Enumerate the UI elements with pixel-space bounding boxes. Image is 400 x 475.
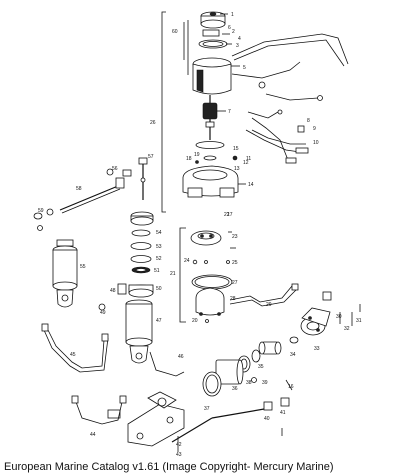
callout-30: 30 xyxy=(336,314,342,320)
center-disc-stack xyxy=(128,211,154,298)
callout-9: 9 xyxy=(313,126,316,132)
callout-44: 44 xyxy=(90,432,96,438)
callout-31: 31 xyxy=(356,318,362,324)
callout-18: 18 xyxy=(186,156,192,162)
callout-5: 5 xyxy=(243,65,246,71)
hydraulic-lines-left xyxy=(41,323,185,425)
callout-56: 56 xyxy=(112,166,118,172)
callout-11: 11 xyxy=(246,156,251,162)
callout-labels: 1 2 3 4 5 6 7 8 9 10 11 12 13 14 15 16 1… xyxy=(38,12,362,458)
callout-8: 8 xyxy=(307,118,310,124)
callout-41: 41 xyxy=(280,410,286,416)
callout-12: 12 xyxy=(243,160,249,166)
left-fittings xyxy=(251,377,257,383)
callout-59: 59 xyxy=(38,208,44,214)
callout-58: 58 xyxy=(76,186,82,192)
callout-14: 14 xyxy=(248,182,254,188)
callout-7: 7 xyxy=(228,109,231,115)
callout-20: 20 xyxy=(192,318,198,324)
callout-33: 33 xyxy=(314,346,320,352)
callout-3: 3 xyxy=(236,43,239,49)
callout-27: 27 xyxy=(232,280,238,286)
callout-38: 38 xyxy=(246,380,252,386)
callout-23: 23 xyxy=(232,234,238,240)
callout-10: 10 xyxy=(313,140,319,146)
callout-19: 19 xyxy=(194,152,200,158)
callout-15: 15 xyxy=(233,146,239,152)
spindle-assembly xyxy=(202,336,299,397)
callout-40: 40 xyxy=(264,416,270,422)
callout-17: 17 xyxy=(227,212,233,218)
callout-26: 26 xyxy=(150,120,156,126)
callout-6: 6 xyxy=(228,25,231,31)
manifold-block xyxy=(300,291,361,336)
callout-22: 22 xyxy=(224,212,230,218)
callout-43: 43 xyxy=(176,452,182,458)
image-caption: European Marine Catalog v1.61 (Image Cop… xyxy=(4,461,334,473)
callout-34: 34 xyxy=(290,352,296,358)
callout-29: 29 xyxy=(266,302,272,308)
exploded-parts-diagram: 1 2 3 4 5 6 7 8 9 10 11 12 13 14 15 16 1… xyxy=(33,11,362,458)
callout-46: 46 xyxy=(178,354,184,360)
callout-21: 21 xyxy=(170,271,176,277)
valve-body-assembly xyxy=(190,230,236,323)
transom-bracket xyxy=(107,391,185,452)
callout-25: 25 xyxy=(232,260,238,266)
callout-2: 2 xyxy=(232,29,235,35)
callout-32: 32 xyxy=(344,326,350,332)
hydraulic-lines-right xyxy=(229,283,299,307)
pump-reservoir xyxy=(182,165,246,198)
armature xyxy=(202,95,226,140)
callout-37: 37 xyxy=(204,406,210,412)
callout-57: 57 xyxy=(148,154,154,160)
callout-42: 42 xyxy=(176,442,182,448)
callout-13: 13 xyxy=(234,166,240,172)
callout-60: 60 xyxy=(172,29,178,35)
callout-35: 35 xyxy=(258,364,264,370)
callout-36: 36 xyxy=(232,386,238,392)
callout-52: 52 xyxy=(156,256,162,262)
thru-bolt xyxy=(33,168,125,231)
callout-28: 28 xyxy=(230,296,236,302)
bracket-fitting xyxy=(117,283,127,295)
motor-housing xyxy=(192,57,240,95)
trim-cylinder-left xyxy=(52,239,106,311)
callout-4: 4 xyxy=(238,36,241,42)
trim-cylinder-center xyxy=(125,299,153,364)
valve-stem xyxy=(122,157,148,200)
lower-bolts xyxy=(171,379,293,443)
wiring-harness xyxy=(231,33,349,164)
callout-55: 55 xyxy=(80,264,86,270)
callout-49: 49 xyxy=(100,310,106,316)
callout-51: 51 xyxy=(154,268,160,274)
callout-50: 50 xyxy=(156,286,162,292)
callout-16: 16 xyxy=(288,384,294,390)
motor-end-cap xyxy=(183,11,232,75)
callout-53: 53 xyxy=(156,244,162,250)
group-bracket xyxy=(161,11,186,323)
callout-45: 45 xyxy=(70,352,76,358)
callout-54: 54 xyxy=(156,230,162,236)
o-rings-upper xyxy=(195,141,238,164)
callout-47: 47 xyxy=(156,318,162,324)
callout-24: 24 xyxy=(184,258,190,264)
callout-48: 48 xyxy=(110,288,116,294)
callout-39: 39 xyxy=(262,380,268,386)
callout-1: 1 xyxy=(231,12,234,18)
